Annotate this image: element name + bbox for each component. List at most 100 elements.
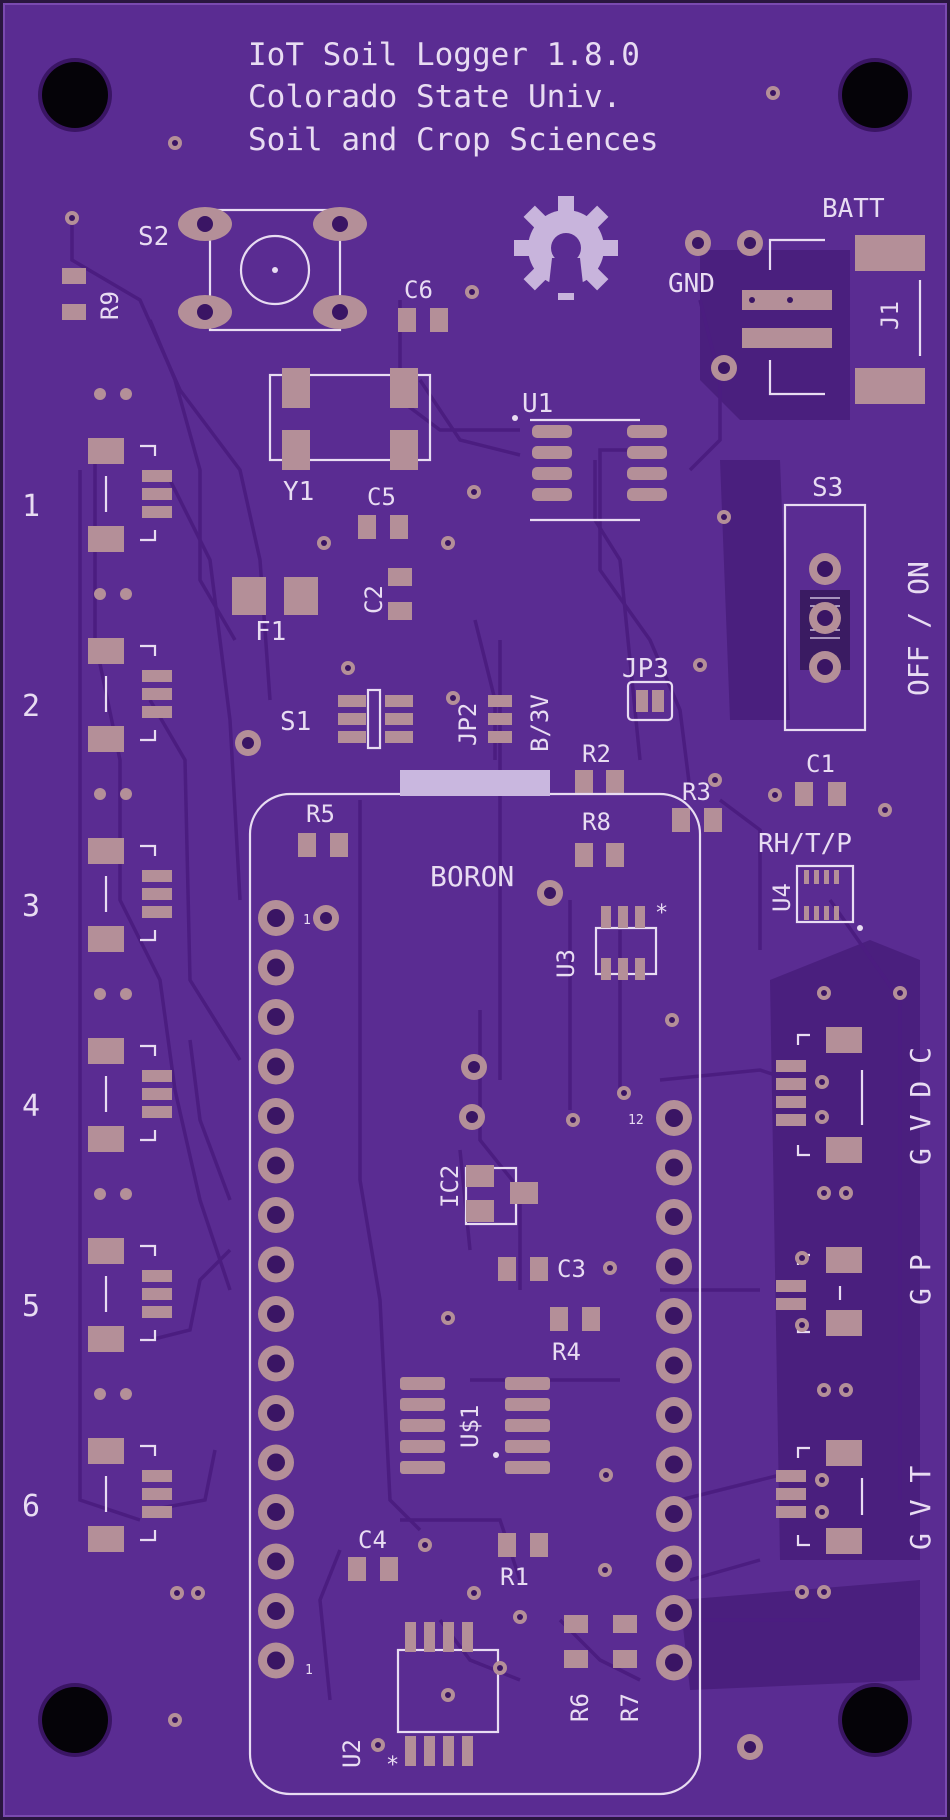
ic-u3: * U3 [552, 901, 668, 980]
label-c3: C3 [557, 1255, 586, 1283]
sensor-connector: 3 [22, 788, 172, 952]
crystal-y1: Y1 [268, 368, 432, 507]
via [795, 1585, 809, 1599]
via [839, 1383, 853, 1397]
plated-hole [737, 1734, 763, 1760]
via [717, 510, 731, 524]
svg-text:*: * [386, 1753, 399, 1778]
label-gvdc: G V D C [904, 1047, 937, 1165]
header-pin [656, 1199, 692, 1235]
mounting-hole-bottom-right-bore [842, 1687, 908, 1753]
label-r1: R1 [500, 1563, 529, 1591]
sensor-connector: 1 [22, 388, 172, 552]
label-s3: S3 [812, 473, 843, 503]
resistor-r2: R2 [575, 740, 624, 794]
label-u4: U4 [768, 883, 796, 912]
label-ic2: IC2 [436, 1165, 464, 1208]
capacitor-c2: C2 [360, 568, 412, 620]
label-f1: F1 [255, 617, 286, 647]
jumper-jp2: JP2 B/3V [454, 694, 554, 752]
label-jp3: JP3 [622, 654, 669, 684]
via [708, 773, 722, 787]
label-gnd: GND [668, 269, 715, 299]
right-connector-gvt: G V T [776, 1440, 937, 1554]
label-y1: Y1 [283, 477, 314, 507]
label-c1: C1 [806, 750, 835, 778]
connector-number-label: 1 [22, 489, 40, 524]
label-pin-12: 12 [628, 1113, 644, 1128]
via [446, 691, 460, 705]
via [815, 1110, 829, 1124]
header-pin [656, 1496, 692, 1532]
header-pin [258, 1642, 294, 1679]
header-pin [656, 1397, 692, 1433]
plated-hole [459, 1104, 485, 1130]
header-pin [656, 1100, 692, 1136]
label-off-on: OFF / ON [902, 561, 935, 696]
label-gvt: G V T [904, 1466, 937, 1550]
header-pin [258, 1147, 294, 1184]
switch-s1: S1 [280, 688, 413, 750]
via [341, 661, 355, 675]
via [317, 536, 331, 550]
mounting-hole-top-right-bore [842, 62, 908, 128]
plated-hole [711, 355, 737, 381]
sensor-connector: 6 [22, 1388, 172, 1552]
via [513, 1610, 527, 1624]
via [665, 1013, 679, 1027]
label-c5: C5 [367, 483, 396, 511]
resistor-r9: R9 [62, 268, 124, 320]
capacitor-c6: C6 [398, 276, 448, 332]
resistor-r3: R3 [672, 778, 722, 832]
sensor-connector: 4 [22, 988, 172, 1152]
plated-hole [313, 905, 339, 931]
boron-module: BORON 1 12 1 [248, 770, 702, 1796]
via [467, 485, 481, 499]
header-pin [656, 1446, 692, 1483]
header-pin [258, 900, 294, 936]
via [795, 1318, 809, 1332]
resistor-r7: R7 [613, 1615, 644, 1722]
label-j1: J1 [876, 301, 904, 330]
svg-text:*: * [655, 901, 668, 926]
via [566, 1113, 580, 1127]
header-pin [656, 1298, 692, 1334]
header-pin [656, 1248, 692, 1285]
label-s1: S1 [280, 707, 311, 737]
via [815, 1505, 829, 1519]
boron-left-header [258, 900, 294, 1679]
resistor-r8: R8 [575, 808, 624, 867]
plated-hole [537, 880, 563, 906]
jumper-jp3: JP3 [622, 654, 674, 722]
header-pin [656, 1149, 692, 1186]
label-r3: R3 [682, 778, 711, 806]
label-b3v: B/3V [526, 694, 554, 752]
ic-u2: * U2 [338, 1622, 500, 1778]
capacitor-c3: C3 [498, 1255, 586, 1283]
via [693, 658, 707, 672]
header-pin [258, 999, 294, 1035]
mounting-hole-top-left-bore [42, 62, 108, 128]
connector-number-label: 4 [22, 1089, 40, 1124]
label-u3: U3 [552, 949, 580, 978]
via [893, 986, 907, 1000]
label-r2: R2 [582, 740, 611, 768]
via [170, 1586, 184, 1600]
via [441, 536, 455, 550]
resistor-r4: R4 [550, 1307, 600, 1366]
via [817, 986, 831, 1000]
via [839, 1186, 853, 1200]
label-r4: R4 [552, 1338, 581, 1366]
label-boron: BORON [430, 860, 514, 893]
label-pin-1-top: 1 [303, 913, 311, 928]
header-pin [656, 1595, 692, 1631]
open-hardware-gear-icon [514, 196, 618, 300]
label-batt: BATT [822, 194, 885, 224]
header-pin [258, 949, 294, 986]
sensor-connector: 2 [22, 588, 172, 752]
ic-u1: U1 [512, 389, 667, 522]
boron-right-header [656, 1100, 692, 1681]
via [465, 285, 479, 299]
mounting-hole-bottom-left-bore [42, 1687, 108, 1753]
label-r5: R5 [306, 800, 335, 828]
